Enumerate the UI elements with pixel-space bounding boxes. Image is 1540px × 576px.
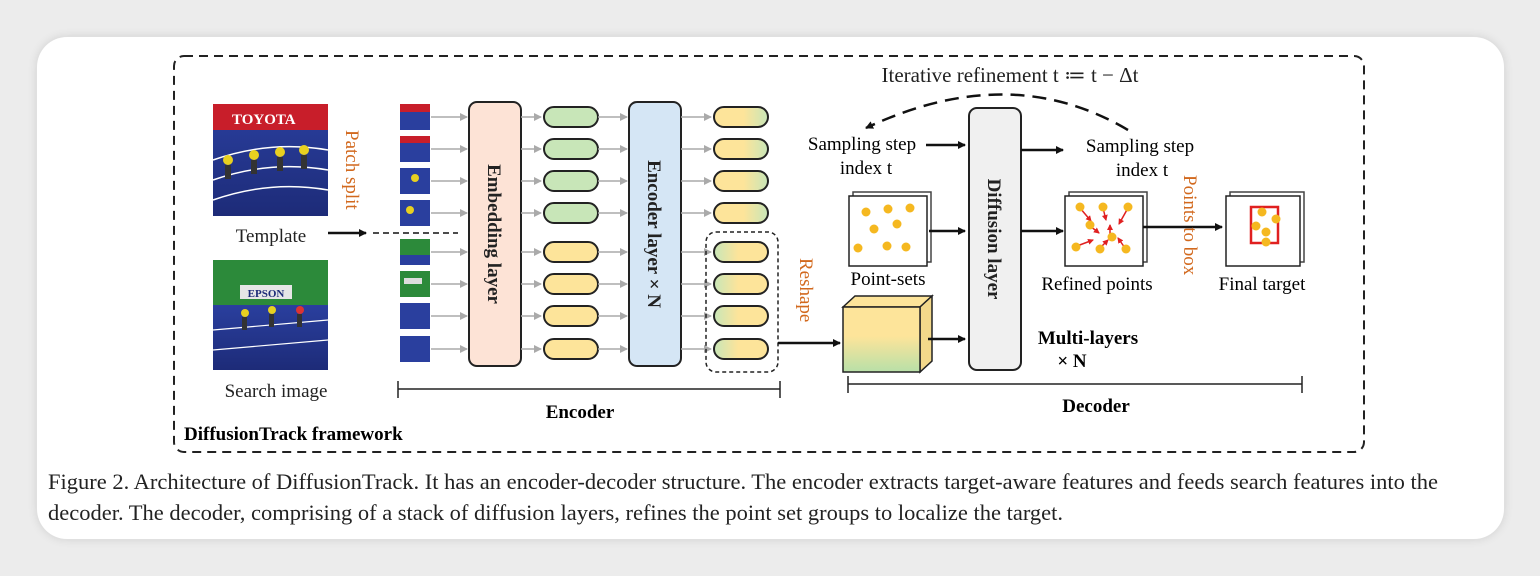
template-label: Template [236, 226, 306, 247]
encoder-layer [628, 101, 682, 367]
sampling-right-line1: Sampling step [1086, 136, 1194, 157]
encoder-layer-label: Encoder layer × N [643, 160, 664, 308]
search-banner: EPSON [248, 288, 285, 300]
framework-border [173, 55, 1365, 453]
figure-caption: Figure 2. Architecture of DiffusionTrack… [48, 469, 1439, 525]
search-token-group [705, 231, 779, 373]
decoder-bracket [847, 376, 1303, 393]
point-sets-box [848, 191, 932, 267]
refined-label: Refined points [1041, 274, 1152, 295]
search-image: EPSON [212, 260, 329, 370]
encoder-label: Encoder [546, 402, 615, 423]
token-column-1 [543, 106, 599, 360]
sampling-left-line1: Sampling step [808, 134, 916, 155]
points-to-box-label: Points to box [1179, 175, 1200, 276]
embed-arrows [521, 113, 542, 353]
refined-points-box [1064, 191, 1148, 267]
sampling-left-line2: index t [840, 158, 893, 179]
embedding-label: Embedding layer [483, 164, 504, 304]
final-target-box [1225, 191, 1305, 267]
final-label: Final target [1219, 274, 1306, 295]
framework-label: DiffusionTrack framework [184, 424, 403, 445]
refinement-arc [865, 93, 1129, 132]
iterative-label: Iterative refinement t ≔ t − Δt [882, 63, 1139, 87]
patch-tiles [400, 104, 430, 362]
embedding-layer [468, 101, 522, 367]
template-banner: TOYOTA [232, 112, 296, 128]
sampling-right-line2: index t [1116, 160, 1169, 181]
encoder-bracket [397, 381, 781, 398]
decoder-label: Decoder [1062, 396, 1130, 417]
pointsets-label: Point-sets [851, 269, 926, 290]
multilayers-line1: Multi-layers [1038, 328, 1138, 349]
patch-split-label: Patch split [341, 130, 362, 210]
token-arrows-1 [598, 113, 628, 353]
feature-cube [841, 294, 934, 374]
search-label: Search image [225, 381, 328, 402]
diffusion-layer [968, 107, 1022, 371]
multilayers-line2: × N [1057, 351, 1087, 372]
token-column-2 [713, 106, 769, 360]
patch-arrows [431, 113, 468, 353]
reshape-label: Reshape [795, 258, 816, 322]
diffusion-label: Diffusion layer [983, 179, 1004, 300]
template-image: TOYOTA [212, 104, 329, 216]
